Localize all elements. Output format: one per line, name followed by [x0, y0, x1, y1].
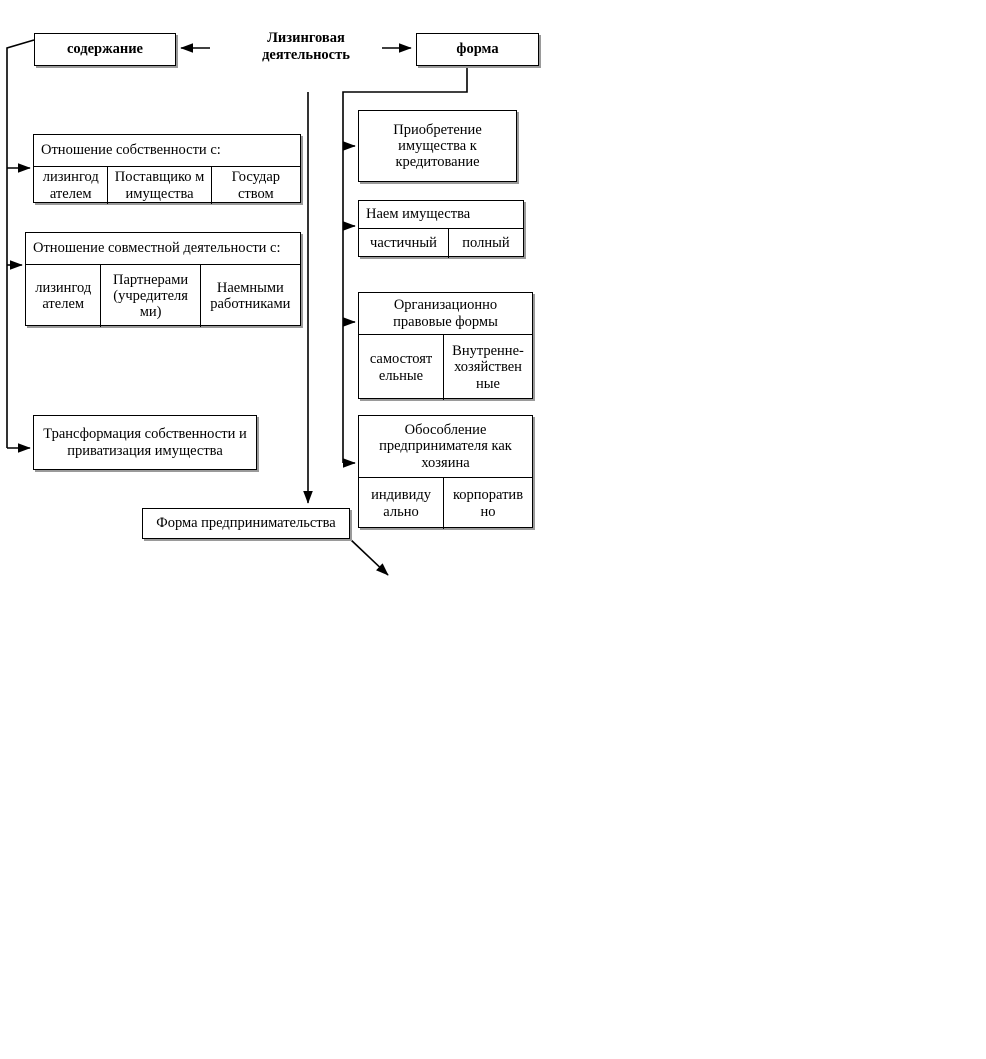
node-property-acquisition-title: Приобретение имущества к кредитование: [393, 121, 482, 171]
bottom-outgoing-arrow: [349, 538, 389, 576]
center-label-line-1: Лизинговая: [267, 30, 345, 46]
cell[interactable]: полный: [447, 229, 523, 258]
node-joint-activity-relations[interactable]: Отношение совместной деятельности с: лиз…: [25, 232, 301, 327]
node-property-hire-cells: частичный полный: [359, 228, 523, 258]
node-joint-activity-relations-title: Отношение совместной деятельности с:: [33, 240, 281, 257]
node-forma[interactable]: форма: [416, 33, 539, 66]
node-joint-activity-relations-cells: лизингод ателем Партнерами (учредителя м…: [26, 264, 300, 327]
cell[interactable]: Наемными работниками: [199, 265, 300, 327]
cell[interactable]: Поставщико м имущества: [107, 167, 210, 204]
cell[interactable]: Внутренне-хозяйствен ные: [443, 335, 532, 400]
node-transformation-of-ownership[interactable]: Трансформация собственности и приватизац…: [33, 415, 257, 470]
cell[interactable]: самостоят ельные: [369, 351, 433, 384]
node-form-of-entrepreneurship-title: Форма предпринимательства: [156, 515, 336, 532]
cell[interactable]: частичный: [370, 235, 437, 252]
node-ownership-relations-title: Отношение собственности с:: [41, 142, 221, 159]
cell[interactable]: лизингод ателем: [35, 279, 92, 312]
cell[interactable]: корпоратив но: [443, 478, 532, 529]
center-label-line-2: деятельность: [262, 47, 350, 64]
node-ownership-relations[interactable]: Отношение собственности с: лизингод ател…: [33, 134, 301, 204]
node-property-acquisition[interactable]: Приобретение имущества к кредитование: [358, 110, 517, 182]
node-organizational-legal-forms-cells: самостоят ельные Внутренне-хозяйствен ны…: [359, 334, 532, 400]
cell[interactable]: индивиду ально: [371, 487, 431, 520]
node-organizational-legal-forms[interactable]: Организационно правовые формы самостоят …: [358, 292, 533, 400]
cell[interactable]: Партнерами (учредителя ми): [100, 265, 199, 327]
node-entrepreneur-separation-cells: индивиду ально корпоратив но: [359, 477, 532, 529]
node-organizational-legal-forms-title: Организационно правовые формы: [393, 297, 498, 330]
node-soderzhanie-title: содержание: [66, 41, 143, 58]
center-label-leasing-activity: Лизинговая деятельность: [236, 30, 376, 64]
node-soderzhanie[interactable]: содержание: [34, 33, 176, 66]
cell[interactable]: Государ ством: [210, 167, 300, 204]
cell[interactable]: лизингод ателем: [42, 169, 99, 202]
node-property-hire-title: Наем имущества: [366, 206, 471, 223]
node-property-hire[interactable]: Наем имущества частичный полный: [358, 200, 524, 258]
node-ownership-relations-cells: лизингод ателем Поставщико м имущества Г…: [34, 166, 300, 204]
node-forma-title: форма: [456, 41, 499, 58]
node-form-of-entrepreneurship[interactable]: Форма предпринимательства: [142, 508, 350, 539]
node-entrepreneur-separation-title: Обособление предпринимателя как хозяина: [379, 422, 512, 471]
node-transformation-of-ownership-title: Трансформация собственности и приватизац…: [43, 426, 247, 459]
node-entrepreneur-separation[interactable]: Обособление предпринимателя как хозяина …: [358, 415, 533, 529]
